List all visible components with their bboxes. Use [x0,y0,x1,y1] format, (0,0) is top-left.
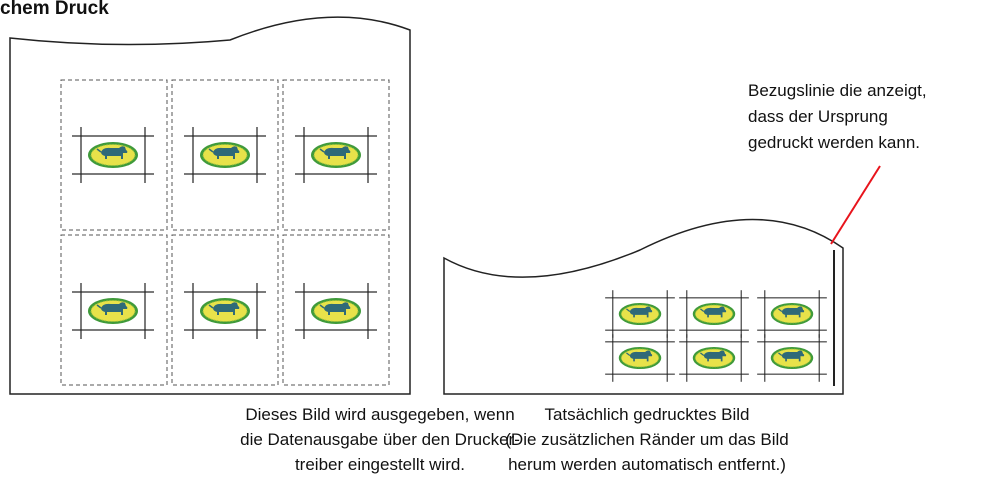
cell-6 [282,234,390,386]
cell-1 [60,79,168,231]
reference-line-callout: Bezugslinie die anzeigt, dass der Urspru… [748,78,927,156]
left-sheet [9,16,411,395]
right-caption-line-3: herum werden automatisch entfernt.) [508,455,786,474]
left-caption-line-2: die Datenausgabe über den Drucker- [240,430,520,449]
page-title: chem Druck [0,0,109,19]
cell-3 [282,79,390,231]
left-caption: Dieses Bild wird ausgegeben, wenn die Da… [200,402,560,477]
callout-line-2: dass der Ursprung [748,107,888,126]
left-caption-line-1: Dieses Bild wird ausgegeben, wenn [245,405,515,424]
left-cells [60,79,390,386]
right-caption-line-2: (Die zusätzlichen Ränder um das Bild [505,430,789,449]
cell-2 [171,79,279,231]
callout-pointer [830,165,881,245]
callout-line-1: Bezugslinie die anzeigt, [748,81,927,100]
left-caption-line-3: treiber eingestellt wird. [294,455,466,474]
cell-4 [60,234,168,386]
right-caption-line-1: Tatsächlich gedrucktes Bild [544,405,750,424]
right-caption: Tatsächlich gedrucktes Bild (Die zusätzl… [457,402,837,477]
cell-5 [171,234,279,386]
callout-line-3: gedruckt werden kann. [748,133,920,152]
